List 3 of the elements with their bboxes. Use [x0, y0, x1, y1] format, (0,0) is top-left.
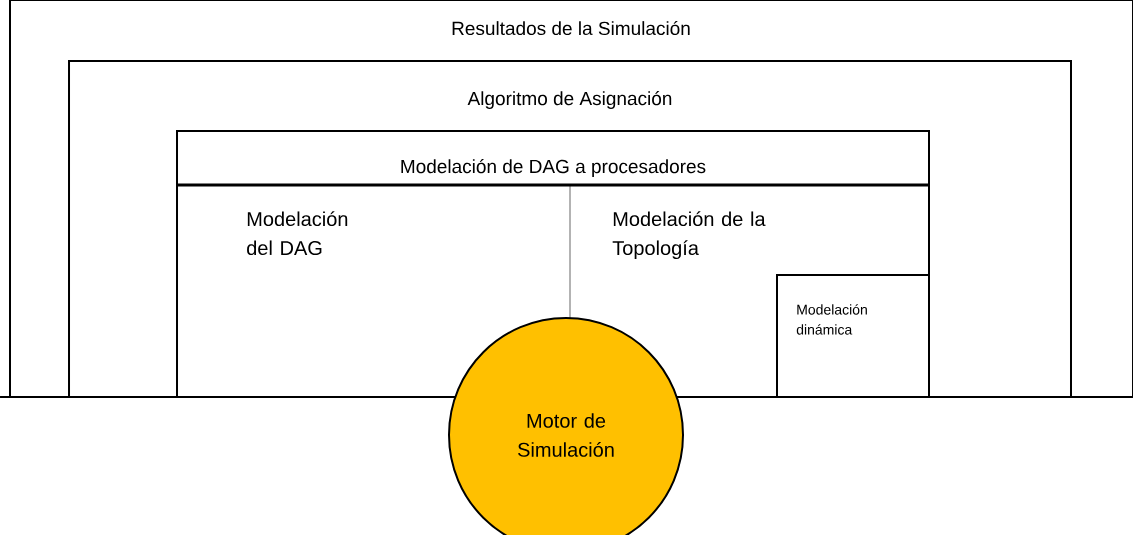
nested-box: Modelación dinámica — [776, 274, 930, 398]
region-label: Modelación del DAG — [247, 211, 348, 256]
region-label: Modelación de la Topología — [612, 211, 766, 260]
